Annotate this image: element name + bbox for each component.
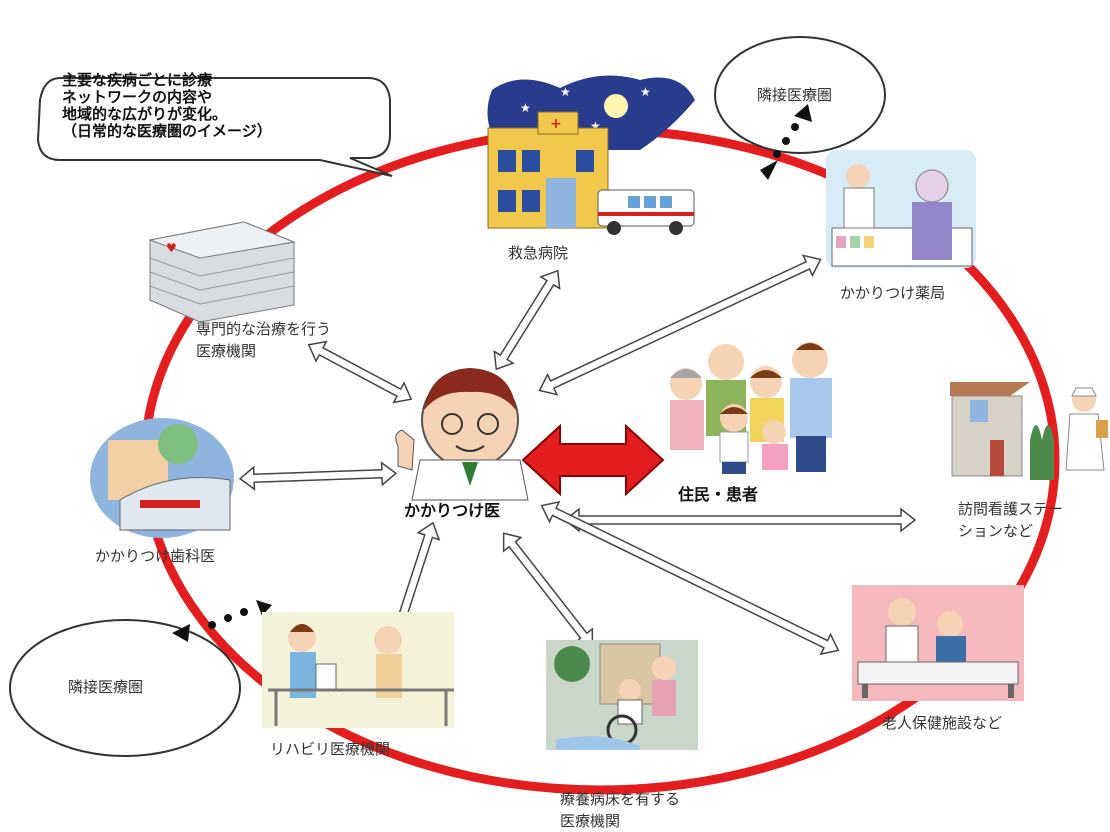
pharmacy-label: かかりつけ薬局 [840,282,945,304]
label-line: かかりつけ薬局 [840,284,946,302]
adjacent-area-bubble-bottom [9,619,241,757]
svg-text:★: ★ [590,119,601,133]
note-line: 主要な疾病ごとに診療 [62,71,213,89]
dentist-label: かかりつけ歯科医 [95,545,215,567]
label-line: 医療機関 [196,342,257,360]
elderly-facility-illustration [852,585,1024,701]
label-line: 医療機関 [560,812,621,830]
svg-text:♥: ♥ [166,241,177,255]
svg-text:★: ★ [640,85,651,99]
long-term-care-illustration [546,640,698,750]
arrow-doctor-longterm [502,532,594,648]
adjacent-area-label-top: 隣接医療圏 [757,86,833,104]
note-line: 地域的な広がりが変化。 [62,105,228,123]
specialist-hospital-illustration: ♥ [148,221,296,323]
label-line: 療養病床を有する [560,790,681,808]
note-line: （日常的な医療圏のイメージ） [62,122,272,140]
label-line: 専門的な治療を行う [196,320,332,338]
svg-text:★: ★ [560,85,571,99]
label-line: 救急病院 [508,244,569,262]
adjacent-link-top [760,104,812,180]
elderly-facility-label: 老人保健施設など [882,712,1002,734]
dentist-illustration [90,418,234,538]
doctor-illustration [395,368,529,501]
arrow-doctor-specialist [307,340,413,404]
note-text: 主要な疾病ごとに診療 ネットワークの内容や 地域的な広がりが変化。 （日常的な医… [62,72,272,140]
arrow-doctor-pharmacy [538,254,822,396]
adjacent-link-bottom [172,600,272,642]
label-line: ションなど [958,522,1034,540]
arrow-doctor-dentist [238,461,398,491]
label-line: かかりつけ歯科医 [95,547,216,565]
home-nursing-illustration [950,382,1108,480]
connector-arrows [238,254,917,656]
rehab-illustration [262,612,454,728]
main-arrow-doctor-residents [521,423,665,497]
pharmacy-illustration [826,150,976,268]
svg-text:★: ★ [520,101,531,115]
adjacent-area-label-bottom: 隣接医療圏 [68,678,144,696]
arrow-doctor-emergency [493,269,561,371]
adjacent-area-bubble-top [714,36,886,154]
home-nursing-label: 訪問看護ステー ションなど [958,498,1063,542]
label-line: リハビリ医療機関 [270,740,391,758]
long-term-care-label: 療養病床を有する 医療機関 [560,788,680,832]
label-line: 訪問看護ステー [958,500,1064,518]
specialist-label: 専門的な治療を行う 医療機関 [196,318,331,362]
residents-label: 住民・患者 [678,485,759,504]
arrow-doctor-nursing [563,507,917,533]
residents-illustration [670,342,832,474]
emergency-hospital-illustration: ★ ★ ★ ★ + [487,75,695,235]
svg-text:+: + [550,116,562,132]
arrow-doctor-elderly [540,500,840,656]
note-callout [36,77,393,177]
note-line: ネットワークの内容や [62,88,213,106]
rehab-label: リハビリ医療機関 [270,738,390,760]
emergency-hospital-label: 救急病院 [508,242,568,264]
label-line: 老人保健施設など [882,714,1003,732]
family-doctor-label: かかりつけ医 [404,501,501,520]
